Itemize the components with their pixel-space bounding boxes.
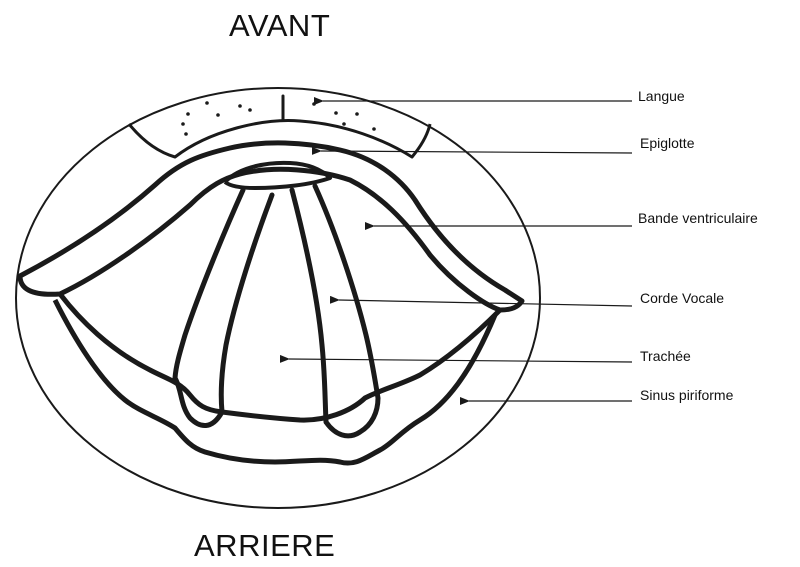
posterior-wall-lower xyxy=(55,300,495,463)
outer-oval xyxy=(16,88,540,508)
label-langue: Langue xyxy=(638,88,685,104)
label-corde-vocale: Corde Vocale xyxy=(640,290,724,306)
vocal-cord-left-outer xyxy=(175,190,243,378)
leader-line-epiglotte xyxy=(321,151,632,153)
leader-line-trachee xyxy=(289,359,632,362)
label-epiglotte: Epiglotte xyxy=(640,135,694,151)
label-trachee: Trachée xyxy=(640,348,691,364)
label-bande-ventriculaire: Bande ventriculaire xyxy=(638,210,758,226)
tongue-dots xyxy=(181,101,376,136)
aryepiglottic-fold-inner xyxy=(20,169,500,310)
vocal-cord-right-inner xyxy=(292,190,326,422)
label-sinus-piriforme: Sinus piriforme xyxy=(640,387,733,403)
